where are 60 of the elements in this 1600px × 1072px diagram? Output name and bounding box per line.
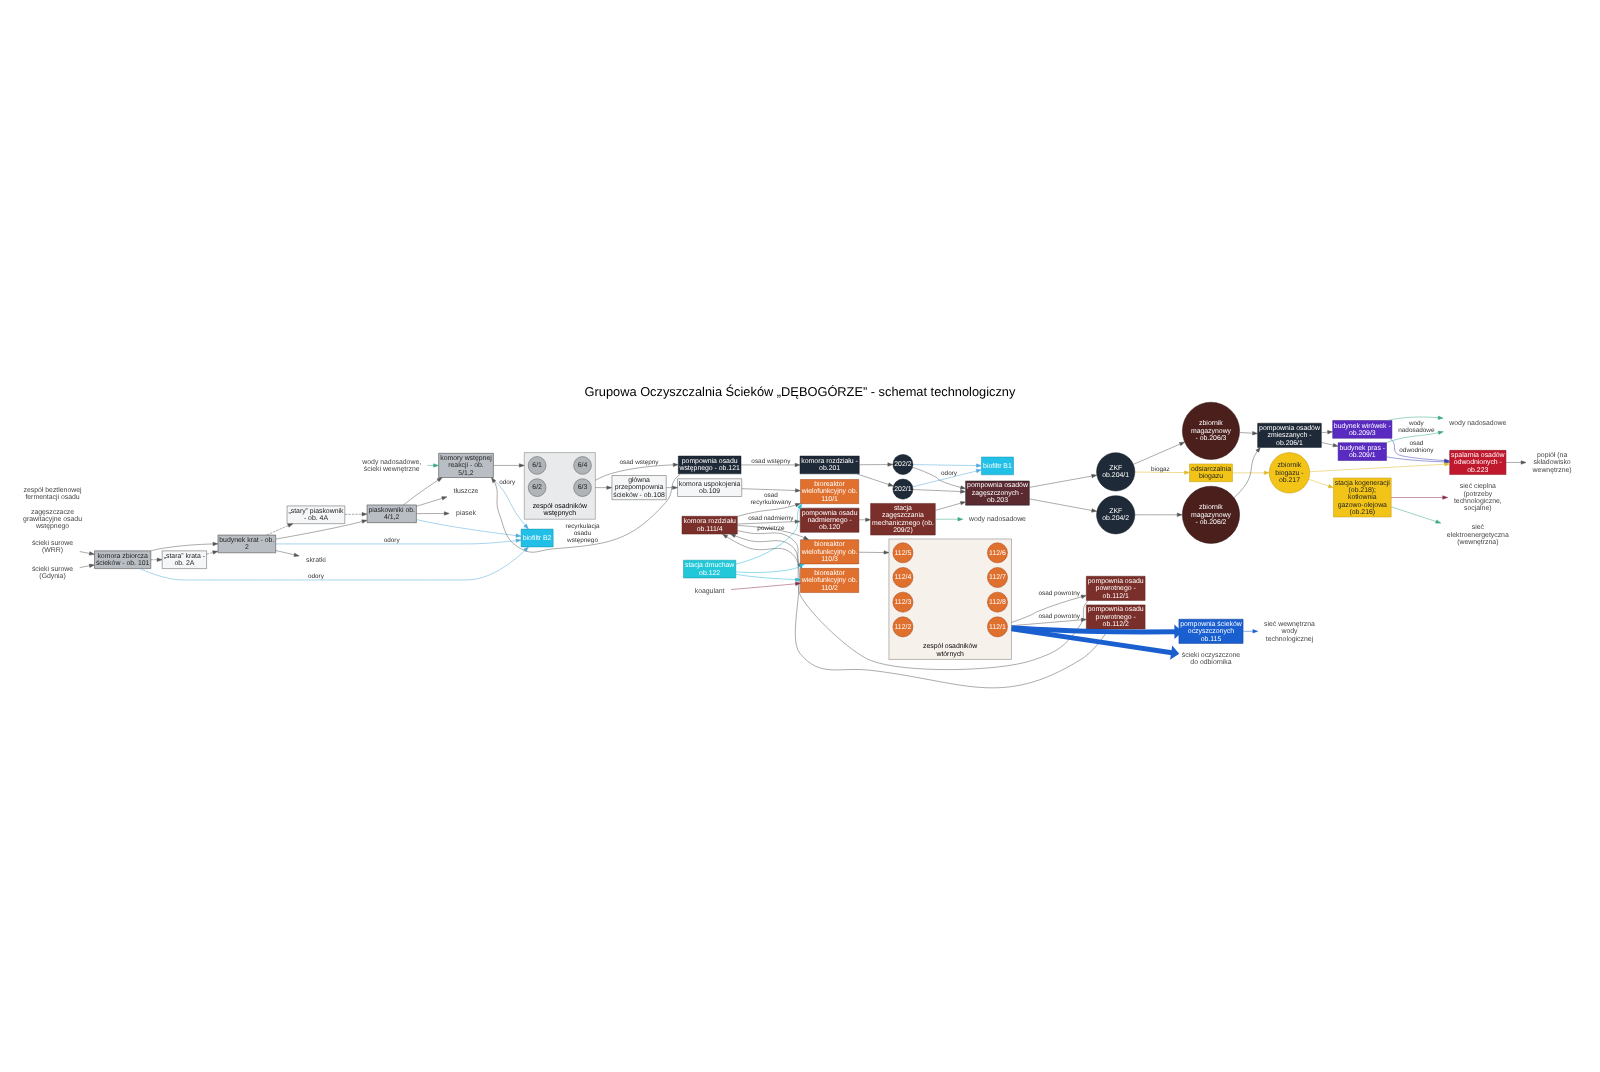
arrow xyxy=(1391,506,1442,524)
arrow xyxy=(737,519,801,525)
arrow xyxy=(1029,498,1097,513)
arrow xyxy=(858,550,890,555)
arrow xyxy=(735,574,801,582)
arrow xyxy=(722,533,1109,689)
arrow xyxy=(859,462,893,467)
arrow xyxy=(1387,415,1444,421)
arrow xyxy=(1321,442,1339,448)
arrow xyxy=(1134,512,1183,517)
arrow xyxy=(1233,447,1261,498)
arrow xyxy=(150,541,219,552)
arrow xyxy=(1011,594,1087,623)
arrow xyxy=(666,485,678,490)
arrow xyxy=(403,477,443,506)
arrow xyxy=(935,501,966,511)
arrow xyxy=(416,519,522,538)
arrow xyxy=(344,512,368,517)
arrow xyxy=(275,519,368,540)
arrow xyxy=(1239,431,1258,436)
arrow xyxy=(1011,617,1087,626)
arrow xyxy=(1011,626,1180,660)
arrow xyxy=(741,488,801,493)
arrow xyxy=(493,463,525,468)
arrow xyxy=(730,581,801,590)
arrow xyxy=(740,462,801,467)
arrow xyxy=(1029,474,1097,488)
arrow xyxy=(206,550,219,555)
arrow xyxy=(737,503,801,517)
arrow xyxy=(1232,470,1270,475)
arrow xyxy=(416,496,448,507)
arrow xyxy=(1308,479,1334,488)
arrow xyxy=(1385,430,1444,443)
arrow xyxy=(1243,629,1259,634)
arrow xyxy=(275,538,522,545)
arrow xyxy=(79,551,95,556)
arrow xyxy=(1134,470,1190,475)
arrow xyxy=(1133,441,1185,465)
arrow xyxy=(595,485,612,490)
arrow xyxy=(1321,430,1333,435)
arrow xyxy=(490,477,529,530)
arrow xyxy=(266,523,294,536)
arrow xyxy=(595,462,679,481)
arrow xyxy=(1505,460,1527,465)
arrow xyxy=(856,473,894,487)
arrow xyxy=(1011,624,1183,639)
arrow xyxy=(912,463,982,468)
arrow xyxy=(150,557,163,562)
arrow xyxy=(1309,462,1450,472)
arrow xyxy=(416,511,450,516)
arrow xyxy=(858,517,871,522)
arrow xyxy=(1391,495,1448,500)
arrow xyxy=(912,489,966,494)
arrow xyxy=(730,533,1089,670)
arrow xyxy=(912,467,966,490)
arrow xyxy=(912,469,982,487)
arrow xyxy=(275,550,300,557)
arrow xyxy=(935,517,964,522)
arrow xyxy=(79,563,95,568)
arrow xyxy=(427,463,439,468)
